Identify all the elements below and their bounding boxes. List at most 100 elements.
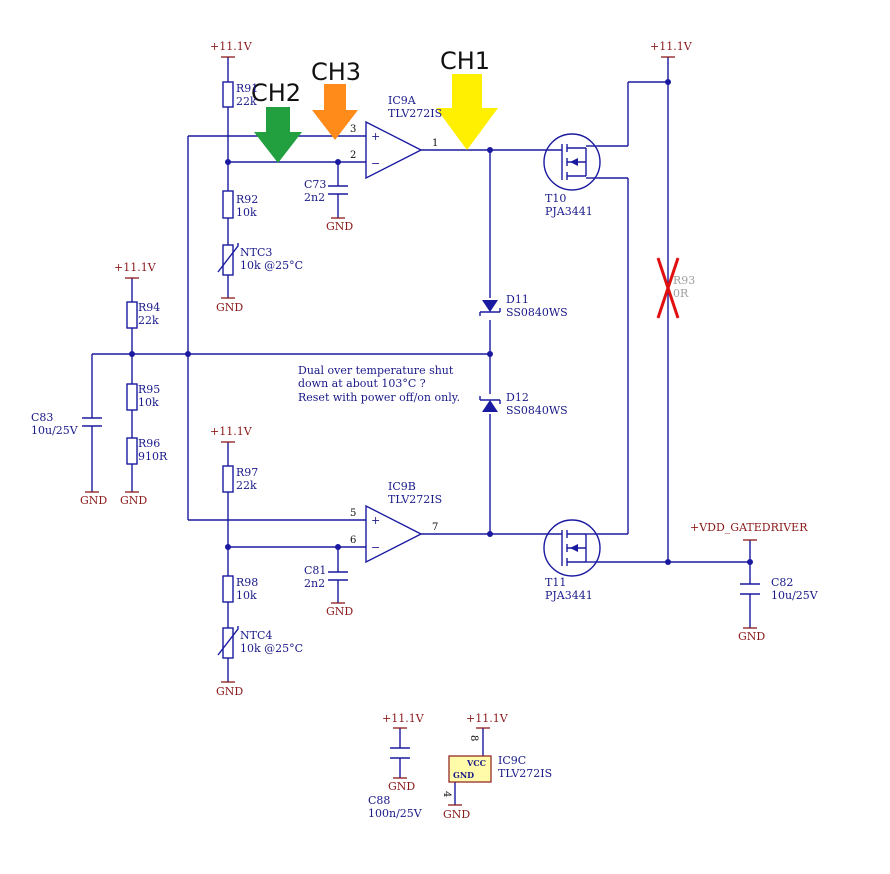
resistor-r97 — [222, 465, 234, 493]
c83-ref: C83 — [31, 411, 53, 424]
pwr-label: +11.1V — [210, 425, 253, 438]
probe-ch3-arrow — [312, 84, 358, 140]
ntc4-val: 10k @25°C — [240, 642, 303, 655]
design-note: Dual over temperature shut down at about… — [298, 364, 460, 404]
gnd-label: GND — [738, 630, 765, 643]
ic9c-ref: IC9C — [498, 754, 526, 767]
component-labels: R91 22k R92 10k NTC3 10k @25°C C73 2n2 I… — [31, 82, 819, 820]
svg-text:−: − — [371, 157, 380, 170]
c81-val: 2n2 — [304, 577, 325, 590]
svg-text:4: 4 — [441, 791, 452, 797]
resistor-r92 — [222, 190, 234, 219]
resistor-r91 — [222, 81, 234, 108]
d11-ref: D11 — [506, 293, 529, 306]
r97-val: 22k — [236, 479, 257, 492]
r98-val: 10k — [236, 589, 257, 602]
ntc-ntc4 — [222, 627, 234, 659]
opamp-ic9a: + − — [365, 120, 423, 180]
resistor-r96 — [126, 437, 138, 465]
c81-ref: C81 — [304, 564, 326, 577]
r95-val: 10k — [138, 396, 159, 409]
probe-ch1-label: CH1 — [440, 47, 490, 75]
svg-text:−: − — [371, 541, 380, 554]
r96-val: 910R — [138, 450, 168, 463]
r93-ref: R93 — [673, 274, 695, 287]
probe-ch2-arrow — [254, 107, 302, 163]
power-labels: +11.1V +11.1V +11.1V +11.1V +VDD_GATEDRI… — [80, 40, 808, 821]
probe-ch3-label: CH3 — [311, 58, 361, 86]
ic9c-vcc-pin: VCC — [466, 758, 486, 768]
note-line-3: Reset with power off/on only. — [298, 391, 460, 404]
pin-numbers: 3 2 1 5 6 7 8 4 — [350, 124, 479, 797]
c73-ref: C73 — [304, 178, 326, 191]
svg-text:3: 3 — [350, 124, 356, 135]
probe-ch2-label: CH2 — [251, 79, 301, 107]
opamp-ic9c-power: VCC GND — [448, 755, 492, 783]
gnd-label: GND — [80, 494, 107, 507]
note-line-1: Dual over temperature shut — [298, 364, 454, 377]
svg-text:1: 1 — [432, 138, 438, 149]
svg-text:+: + — [371, 130, 380, 143]
r93-val: 0R — [673, 287, 689, 300]
diode-d11 — [479, 300, 501, 316]
ic9b-ref: IC9B — [388, 480, 416, 493]
pwr-label: +11.1V — [466, 712, 509, 725]
t11-val: PJA3441 — [545, 589, 593, 602]
svg-text:+: + — [371, 514, 380, 527]
r92-ref: R92 — [236, 193, 258, 206]
c88-ref: C88 — [368, 794, 390, 807]
ntc3-val: 10k @25°C — [240, 259, 303, 272]
r98-ref: R98 — [236, 576, 258, 589]
r92-val: 10k — [236, 206, 257, 219]
ic9a-ref: IC9A — [388, 94, 417, 107]
pwr-label: +11.1V — [650, 40, 693, 53]
gnd-label: GND — [443, 808, 470, 821]
gnd-label: GND — [216, 685, 243, 698]
pwr-label: +11.1V — [382, 712, 425, 725]
gnd-label: GND — [326, 605, 353, 618]
gnd-label: GND — [326, 220, 353, 233]
d11-val: SS0840WS — [506, 306, 568, 319]
note-line-2: down at about 103°C ? — [298, 377, 426, 390]
pwr-label-vdd: +VDD_GATEDRIVER — [690, 521, 808, 534]
diode-d12 — [479, 396, 501, 412]
r96-ref: R96 — [138, 437, 160, 450]
t10-val: PJA3441 — [545, 205, 593, 218]
gnd-label: GND — [120, 494, 147, 507]
c82-val: 10u/25V — [771, 589, 819, 602]
resistors — [126, 81, 239, 659]
c83-val: 10u/25V — [31, 424, 79, 437]
c82-ref: C82 — [771, 576, 793, 589]
resistor-r94 — [126, 301, 138, 329]
c88-val: 100n/25V — [368, 807, 423, 820]
svg-text:8: 8 — [468, 735, 479, 741]
gnd-label: GND — [388, 780, 415, 793]
ic9b-val: TLV272IS — [388, 493, 442, 506]
ntc3-ref: NTC3 — [240, 246, 272, 259]
t10-ref: T10 — [545, 192, 566, 205]
mosfet-t10 — [543, 133, 601, 191]
ic9c-val: TLV272IS — [498, 767, 552, 780]
resistor-r93-removed — [656, 257, 680, 319]
wires — [91, 57, 751, 805]
svg-text:2: 2 — [350, 150, 356, 161]
resistor-r98 — [222, 575, 234, 603]
c73-val: 2n2 — [304, 191, 325, 204]
pwr-label: +11.1V — [210, 40, 253, 53]
r91-ref: R91 — [236, 82, 258, 95]
resistor-r95 — [126, 383, 138, 411]
power-symbols — [85, 56, 757, 806]
gnd-label: GND — [216, 301, 243, 314]
t11-ref: T11 — [545, 576, 566, 589]
pwr-label: +11.1V — [114, 261, 157, 274]
r94-val: 22k — [138, 314, 159, 327]
r97-ref: R97 — [236, 466, 258, 479]
d12-ref: D12 — [506, 391, 529, 404]
r94-ref: R94 — [138, 301, 160, 314]
ic9a-val: TLV272IS — [388, 107, 442, 120]
r91-val: 22k — [236, 95, 257, 108]
junctions — [129, 79, 753, 565]
svg-text:7: 7 — [432, 522, 438, 533]
capacitors — [82, 185, 760, 759]
